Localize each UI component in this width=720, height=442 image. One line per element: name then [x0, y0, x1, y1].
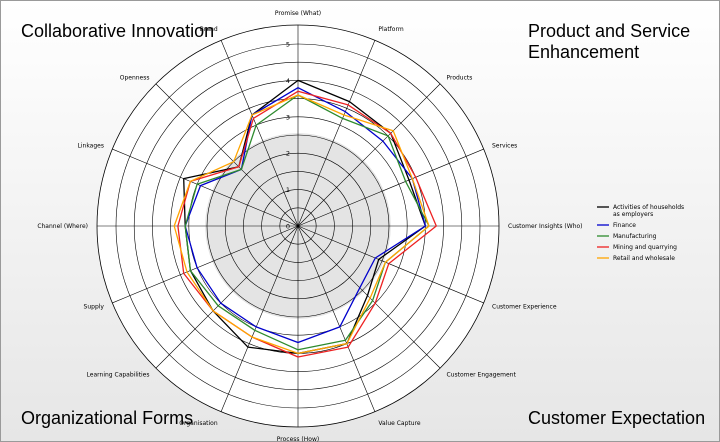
- axis-spoke: [297, 83, 441, 227]
- axis-spoke: [297, 225, 441, 369]
- radial-tick-label: 5: [286, 41, 290, 49]
- category-label: Customer Experience: [492, 303, 557, 310]
- category-label: Customer Engagement: [446, 371, 516, 378]
- category-label: Products: [446, 75, 472, 82]
- series-line: [184, 87, 427, 344]
- axis-spoke: [220, 225, 299, 412]
- category-label: Promise (What): [275, 10, 321, 17]
- category-label: Platform: [378, 26, 403, 33]
- radial-tick-label: 1: [286, 186, 290, 194]
- quadrant-label-top-left: Collaborative Innovation: [21, 21, 215, 41]
- series-line: [177, 90, 437, 358]
- axis-spoke: [112, 225, 299, 304]
- category-label: Supply: [84, 303, 105, 310]
- category-label: Linkages: [78, 143, 104, 150]
- axis-spoke: [297, 40, 376, 227]
- axis-spoke: [112, 148, 299, 227]
- axis-spoke: [220, 40, 299, 227]
- category-label: Learning Capabilities: [87, 371, 150, 378]
- legend-label: Manufacturing: [613, 233, 657, 240]
- legend-label: Mining and quarrying: [613, 244, 677, 251]
- category-label: Process (How): [277, 436, 319, 442]
- radial-tick-label: 2: [286, 150, 290, 158]
- quadrant-label-top-right: Product and Service Enhancement: [528, 21, 691, 62]
- axis-spoke: [155, 83, 299, 227]
- axis-spoke: [297, 225, 484, 304]
- category-label: Brand: [200, 26, 218, 33]
- legend-label: Activities of households: [613, 204, 684, 211]
- radial-tick-label: 0: [286, 223, 290, 231]
- legend-label: Retail and wholesale: [613, 255, 675, 262]
- category-label: Openness: [120, 75, 150, 82]
- category-label: Customer Insights (Who): [508, 223, 583, 230]
- axis-spoke: [155, 225, 299, 369]
- axis-spoke: [297, 148, 484, 227]
- legend-label: as employers: [613, 211, 653, 218]
- series-line: [184, 94, 430, 351]
- quadrant-label-bottom-right: Customer Expectation: [528, 408, 706, 428]
- radial-tick-label: 3: [286, 113, 290, 121]
- category-label: Channel (Where): [37, 223, 88, 230]
- radial-tick-label: 4: [286, 77, 290, 85]
- category-label: Value Capture: [378, 420, 421, 427]
- quadrant-label-bottom-left: Organizational Forms: [21, 408, 194, 428]
- legend-label: Finance: [613, 222, 636, 229]
- axis-spoke: [297, 225, 376, 412]
- category-label: Organisation: [179, 420, 218, 427]
- series-line: [173, 94, 430, 355]
- category-label: Services: [492, 143, 517, 150]
